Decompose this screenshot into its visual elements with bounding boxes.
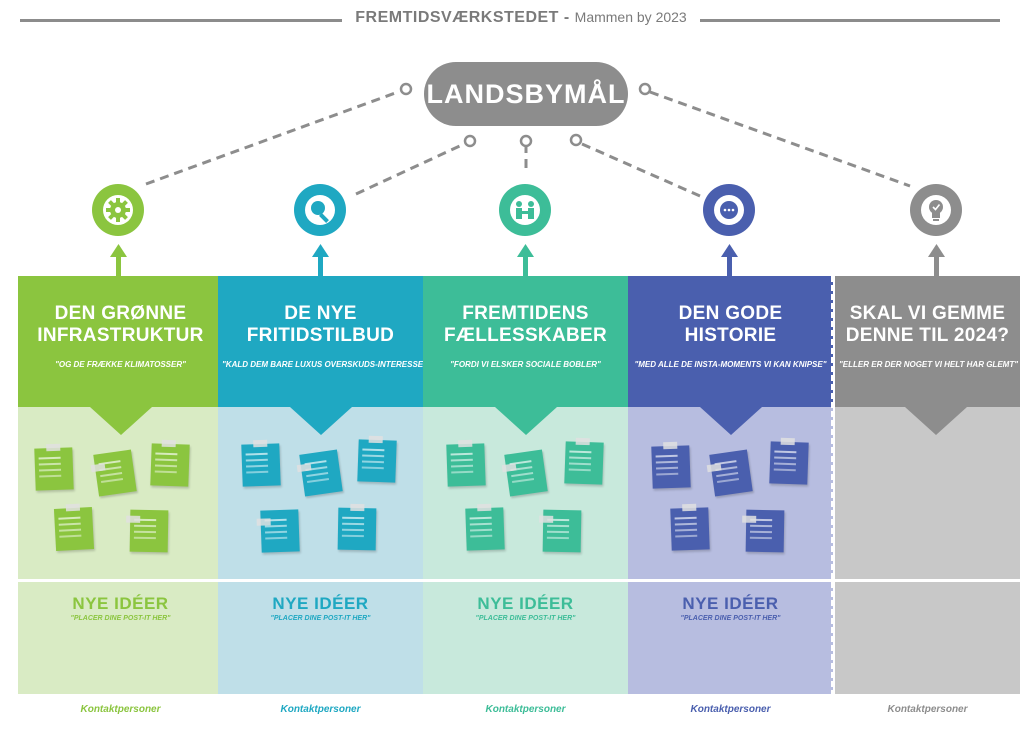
post-it-note <box>564 437 604 485</box>
post-it-note <box>769 437 809 485</box>
post-it-area[interactable] <box>835 407 1020 579</box>
header-pointer <box>495 407 557 435</box>
post-it-note <box>539 509 582 553</box>
category-subtitle: "FORDI VI ELSKER SOCIALE BOBLER" <box>450 360 601 369</box>
post-it-note <box>241 439 281 487</box>
post-it-note <box>465 503 505 551</box>
post-it-note <box>670 503 710 551</box>
post-it-note <box>501 449 548 497</box>
new-ideas-area[interactable]: NYE IDÉER "PLACER DINE POST-IT HER" <box>628 582 833 694</box>
post-it-note <box>53 503 95 551</box>
header-pointer <box>290 407 352 435</box>
contact-persons: Kontaktpersoner <box>80 704 161 715</box>
dashed-divider <box>831 276 834 696</box>
post-it-note <box>651 441 691 489</box>
divider <box>423 579 628 582</box>
post-it-note <box>90 449 137 497</box>
post-it-note <box>34 443 74 491</box>
new-ideas-subtitle: "PLACER DINE POST-IT HER" <box>270 615 371 622</box>
contact-persons: Kontaktpersoner <box>485 704 566 715</box>
header-pointer <box>700 407 762 435</box>
new-ideas-area[interactable] <box>835 582 1020 694</box>
new-ideas-area[interactable]: NYE IDÉER "PLACER DINE POST-IT HER" <box>18 582 223 694</box>
new-ideas-title: NYE IDÉER <box>272 594 369 613</box>
category-subtitle: "KALD DEM BARE LUXUS OVERSKUDS-INTERESSE… <box>222 360 433 369</box>
new-ideas-area[interactable]: NYE IDÉER "PLACER DINE POST-IT HER" <box>423 582 628 694</box>
header-pointer <box>90 407 152 435</box>
category-subtitle: "OG DE FRÆKKE KLIMATOSSER" <box>55 360 186 369</box>
divider <box>18 579 223 582</box>
header-pointer <box>905 407 967 435</box>
speech-bubble-icon <box>703 184 755 236</box>
contact-persons: Kontaktpersoner <box>887 704 968 715</box>
new-ideas-subtitle: "PLACER DINE POST-IT HER" <box>70 615 171 622</box>
post-it-note <box>742 509 785 553</box>
category-subtitle: "ELLER ER DER NOGET VI HELT HAR GLEMT" <box>839 360 1018 369</box>
page-title: FREMTIDSVÆRKSTEDET - Mammen by 2023 <box>342 9 700 27</box>
category-subtitle: "MED ALLE DE INSTA-MOMENTS VI KAN KNIPSE… <box>634 360 827 369</box>
post-it-note <box>296 449 343 497</box>
new-ideas-title: NYE IDÉER <box>72 594 169 613</box>
header-separator: - <box>558 9 575 26</box>
header-title: FREMTIDSVÆRKSTEDET <box>355 9 559 26</box>
divider <box>218 579 423 582</box>
magnifier-icon <box>294 184 346 236</box>
goal-pill: LANDSBYMÅL <box>424 62 628 126</box>
post-it-note <box>357 435 397 483</box>
header-line-right <box>700 19 1000 22</box>
new-ideas-title: NYE IDÉER <box>477 594 574 613</box>
header-subtitle: Mammen by 2023 <box>574 9 687 25</box>
new-ideas-area[interactable]: NYE IDÉER "PLACER DINE POST-IT HER" <box>218 582 423 694</box>
lightbulb-icon <box>910 184 962 236</box>
post-it-note <box>150 439 190 487</box>
handshake-icon <box>499 184 551 236</box>
new-ideas-title: NYE IDÉER <box>682 594 779 613</box>
contact-persons: Kontaktpersoner <box>280 704 361 715</box>
contact-persons: Kontaktpersoner <box>690 704 771 715</box>
post-it-note <box>256 509 300 553</box>
post-it-note <box>337 503 377 551</box>
new-ideas-subtitle: "PLACER DINE POST-IT HER" <box>680 615 781 622</box>
divider <box>628 579 833 582</box>
gear-icon <box>92 184 144 236</box>
header-line-left <box>20 19 342 22</box>
post-it-note <box>446 439 486 487</box>
post-it-note <box>126 509 169 553</box>
divider <box>835 579 1020 582</box>
post-it-note <box>706 449 753 497</box>
new-ideas-subtitle: "PLACER DINE POST-IT HER" <box>475 615 576 622</box>
